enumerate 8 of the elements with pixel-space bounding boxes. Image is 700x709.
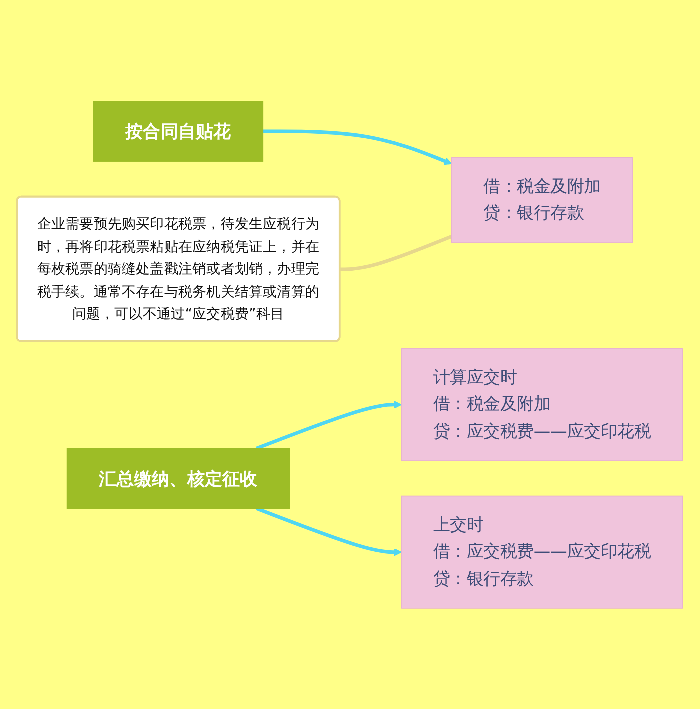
arrow: [263, 129, 452, 165]
node-box: 计算应交时 借：税金及附加 贷：应交税费——应交印花税: [401, 348, 684, 461]
connector: [340, 234, 453, 271]
arrow: [256, 400, 402, 450]
node-box: 借：税金及附加 贷：银行存款: [451, 156, 634, 243]
node-box: 上交时 借：应交税费——应交印花税 贷：银行存款: [401, 495, 684, 608]
node-box: 汇总缴纳、核定征收: [66, 448, 290, 509]
arrow: [256, 506, 402, 556]
